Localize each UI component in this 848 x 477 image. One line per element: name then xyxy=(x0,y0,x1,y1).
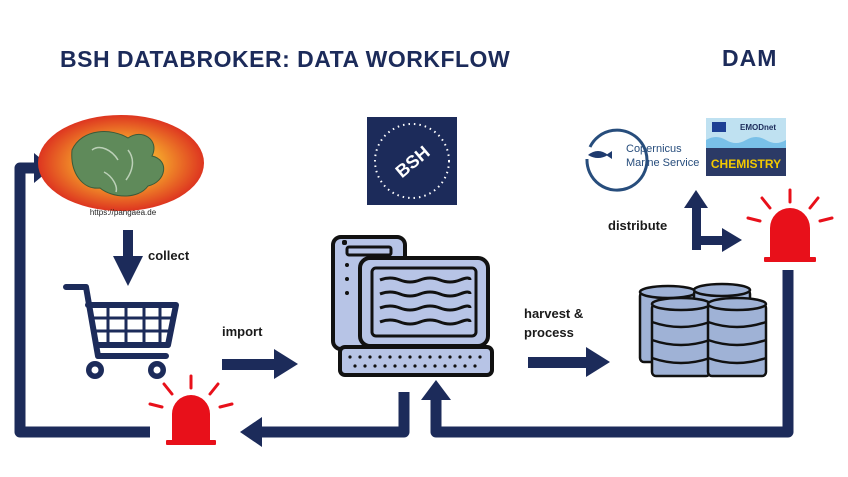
dam-logo: DAM xyxy=(722,45,778,71)
pangaea-globe-icon xyxy=(38,115,204,211)
import-arrow xyxy=(222,349,298,379)
loop-arrows xyxy=(14,162,794,438)
arrowhead-to-alarm xyxy=(240,417,262,447)
bsh-logo: BSH xyxy=(367,117,457,205)
harvest-label-line2: process xyxy=(524,325,574,340)
import-label: import xyxy=(222,324,263,339)
computer-tower-buttons xyxy=(345,263,349,295)
harvest-label-line1: harvest & xyxy=(524,306,583,321)
svg-text:CHEMISTRY: CHEMISTRY xyxy=(711,157,781,171)
copernicus-logo xyxy=(585,128,649,192)
harvest-arrow xyxy=(528,347,610,377)
page-title: BSH DATABROKER: DATA WORKFLOW xyxy=(60,46,511,72)
pangaea-url: https://pangaea.de xyxy=(90,208,157,217)
cart-wheels xyxy=(86,361,166,379)
emodnet-chemistry-logo: EMODnet CHEMISTRY xyxy=(706,118,786,176)
feedback-to-computer-arrow xyxy=(430,270,794,438)
alarm-light-icon-bottom xyxy=(148,374,234,445)
return-to-source-arrow xyxy=(14,162,150,438)
database-icon xyxy=(638,282,768,378)
shopping-cart-icon xyxy=(63,284,179,359)
svg-text:EMODnet: EMODnet xyxy=(740,123,776,132)
keyboard-keys xyxy=(348,355,482,368)
distribute-label: distribute xyxy=(608,218,667,233)
alarm-light-icon-right xyxy=(746,188,834,262)
distribute-arrows xyxy=(684,190,742,252)
copernicus-line2: Marine Service xyxy=(626,157,699,169)
copernicus-line1: Copernicus xyxy=(626,143,682,155)
computer-icon xyxy=(331,235,494,377)
computer-to-alarm-arrow xyxy=(262,392,410,438)
arrowhead-to-computer xyxy=(421,380,451,400)
collect-label: collect xyxy=(148,248,190,263)
collect-arrow xyxy=(113,230,143,286)
